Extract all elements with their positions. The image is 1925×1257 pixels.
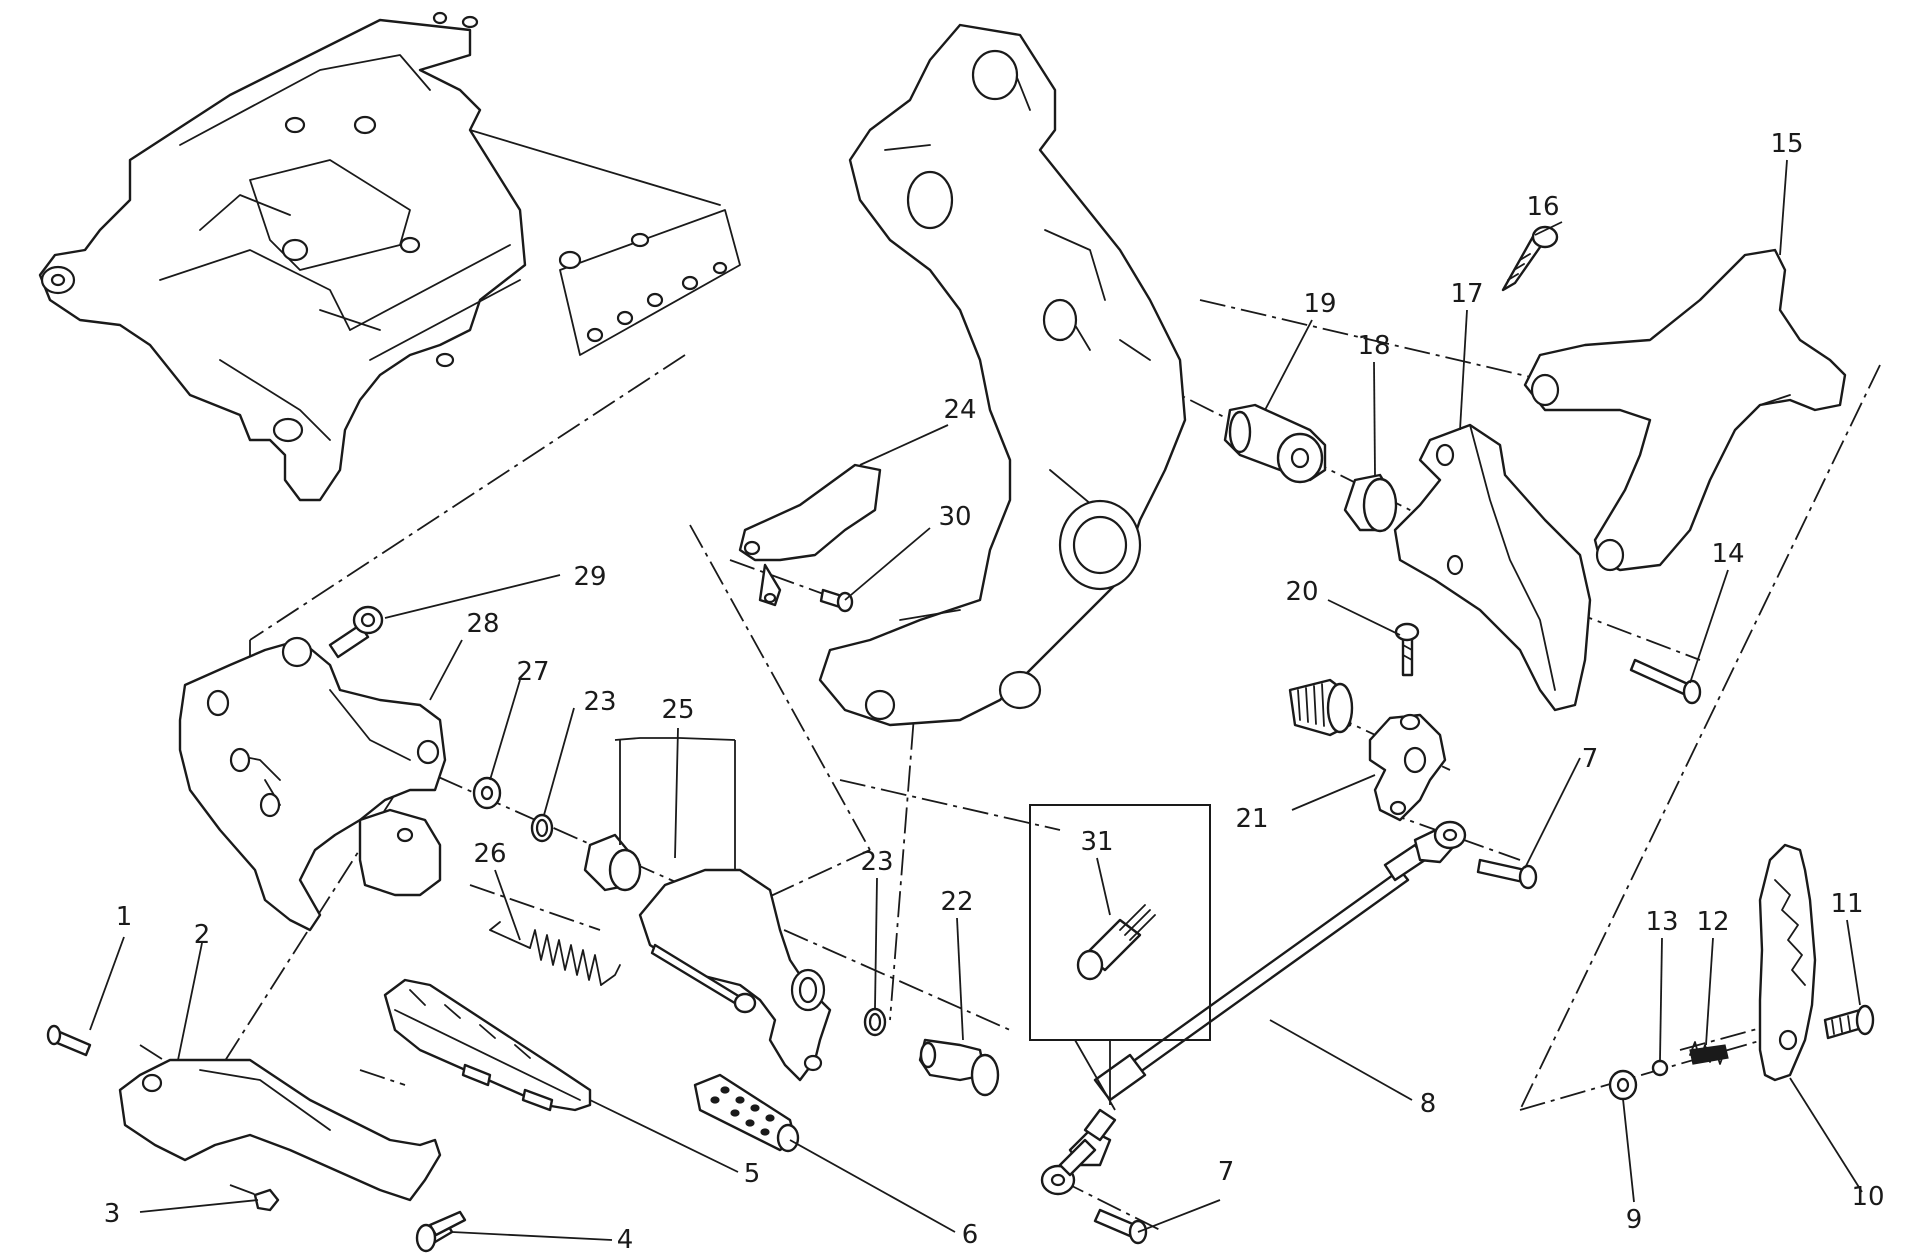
callout-17: 17 xyxy=(1450,279,1483,309)
callout-29: 29 xyxy=(573,562,606,592)
screw-30 xyxy=(819,588,854,613)
callout-22: 22 xyxy=(940,887,973,917)
circlip-23-left xyxy=(530,813,554,843)
callout-26: 26 xyxy=(473,839,506,869)
brake-pedal-25 xyxy=(638,868,832,1082)
bushing-25 xyxy=(583,833,642,892)
callout-6: 6 xyxy=(962,1220,979,1250)
passenger-footpeg-10 xyxy=(1758,843,1817,1082)
leader-lines xyxy=(89,159,1863,1241)
callout-27: 27 xyxy=(516,657,549,687)
frame-subframe xyxy=(38,11,741,502)
rubber-grip-6 xyxy=(693,1073,800,1153)
callout-21: 21 xyxy=(1235,804,1268,834)
callout-20: 20 xyxy=(1285,577,1318,607)
screw-7-upper xyxy=(1476,858,1538,890)
callout-18: 18 xyxy=(1357,331,1390,361)
heel-plate-2 xyxy=(118,1058,442,1202)
screw-20 xyxy=(1394,622,1420,677)
callout-8: 8 xyxy=(1420,1089,1437,1119)
pin-1 xyxy=(46,1024,92,1057)
shaft-splined xyxy=(1288,678,1354,737)
bushing-19 xyxy=(1223,403,1327,484)
screw-29 xyxy=(328,605,384,659)
spring-12 xyxy=(1689,1041,1729,1065)
callout-12: 12 xyxy=(1696,907,1729,937)
washer-9 xyxy=(1608,1069,1638,1101)
callout-19: 19 xyxy=(1303,289,1336,319)
callout-1: 1 xyxy=(116,902,133,932)
rear-hanger-bracket xyxy=(818,23,1187,727)
callout-24: 24 xyxy=(943,395,976,425)
callout-9: 9 xyxy=(1626,1205,1643,1235)
callout-15: 15 xyxy=(1770,129,1803,159)
pin-22 xyxy=(918,1038,1000,1097)
callout-10: 10 xyxy=(1851,1182,1884,1212)
clip-3 xyxy=(253,1188,280,1212)
passenger-bracket-15 xyxy=(1523,248,1847,572)
bushing-18 xyxy=(1343,473,1398,533)
callout-14: 14 xyxy=(1711,539,1744,569)
shift-rod-8 xyxy=(1040,820,1467,1196)
screw-4 xyxy=(415,1210,467,1253)
callout-2: 2 xyxy=(194,920,211,950)
washer-27 xyxy=(472,776,502,810)
circlip-23-right xyxy=(863,1007,887,1037)
spring-26 xyxy=(489,921,621,986)
footpeg-rider-5 xyxy=(383,978,592,1112)
callout-13: 13 xyxy=(1645,907,1678,937)
pin-11 xyxy=(1823,1004,1875,1040)
screw-16 xyxy=(1501,225,1559,292)
callout-4: 4 xyxy=(617,1225,634,1255)
screw-7-lower xyxy=(1093,1208,1148,1245)
callout-7-lower: 7 xyxy=(1218,1157,1235,1187)
footrest-plate-17 xyxy=(1393,423,1592,712)
callout-23-right: 23 xyxy=(860,847,893,877)
ball-13 xyxy=(1651,1059,1669,1077)
callout-3: 3 xyxy=(104,1199,121,1229)
callout-30: 30 xyxy=(938,502,971,532)
screw-14 xyxy=(1629,658,1702,705)
callout-16: 16 xyxy=(1526,192,1559,222)
shift-clamp-21 xyxy=(1368,713,1447,822)
heel-guard-24 xyxy=(738,463,882,607)
callout-11: 11 xyxy=(1830,889,1863,919)
callout-31: 31 xyxy=(1080,827,1113,857)
callout-23-left: 23 xyxy=(583,687,616,717)
callout-25: 25 xyxy=(661,695,694,725)
callout-28: 28 xyxy=(466,609,499,639)
inset-box-31 xyxy=(1029,804,1211,1111)
callout-5: 5 xyxy=(744,1159,761,1189)
pedal-bracket-28 xyxy=(178,636,447,932)
callout-7-upper: 7 xyxy=(1582,744,1599,774)
callout-labels: 1 2 3 4 5 6 7 7 8 9 10 11 12 13 14 15 16… xyxy=(104,129,1885,1255)
